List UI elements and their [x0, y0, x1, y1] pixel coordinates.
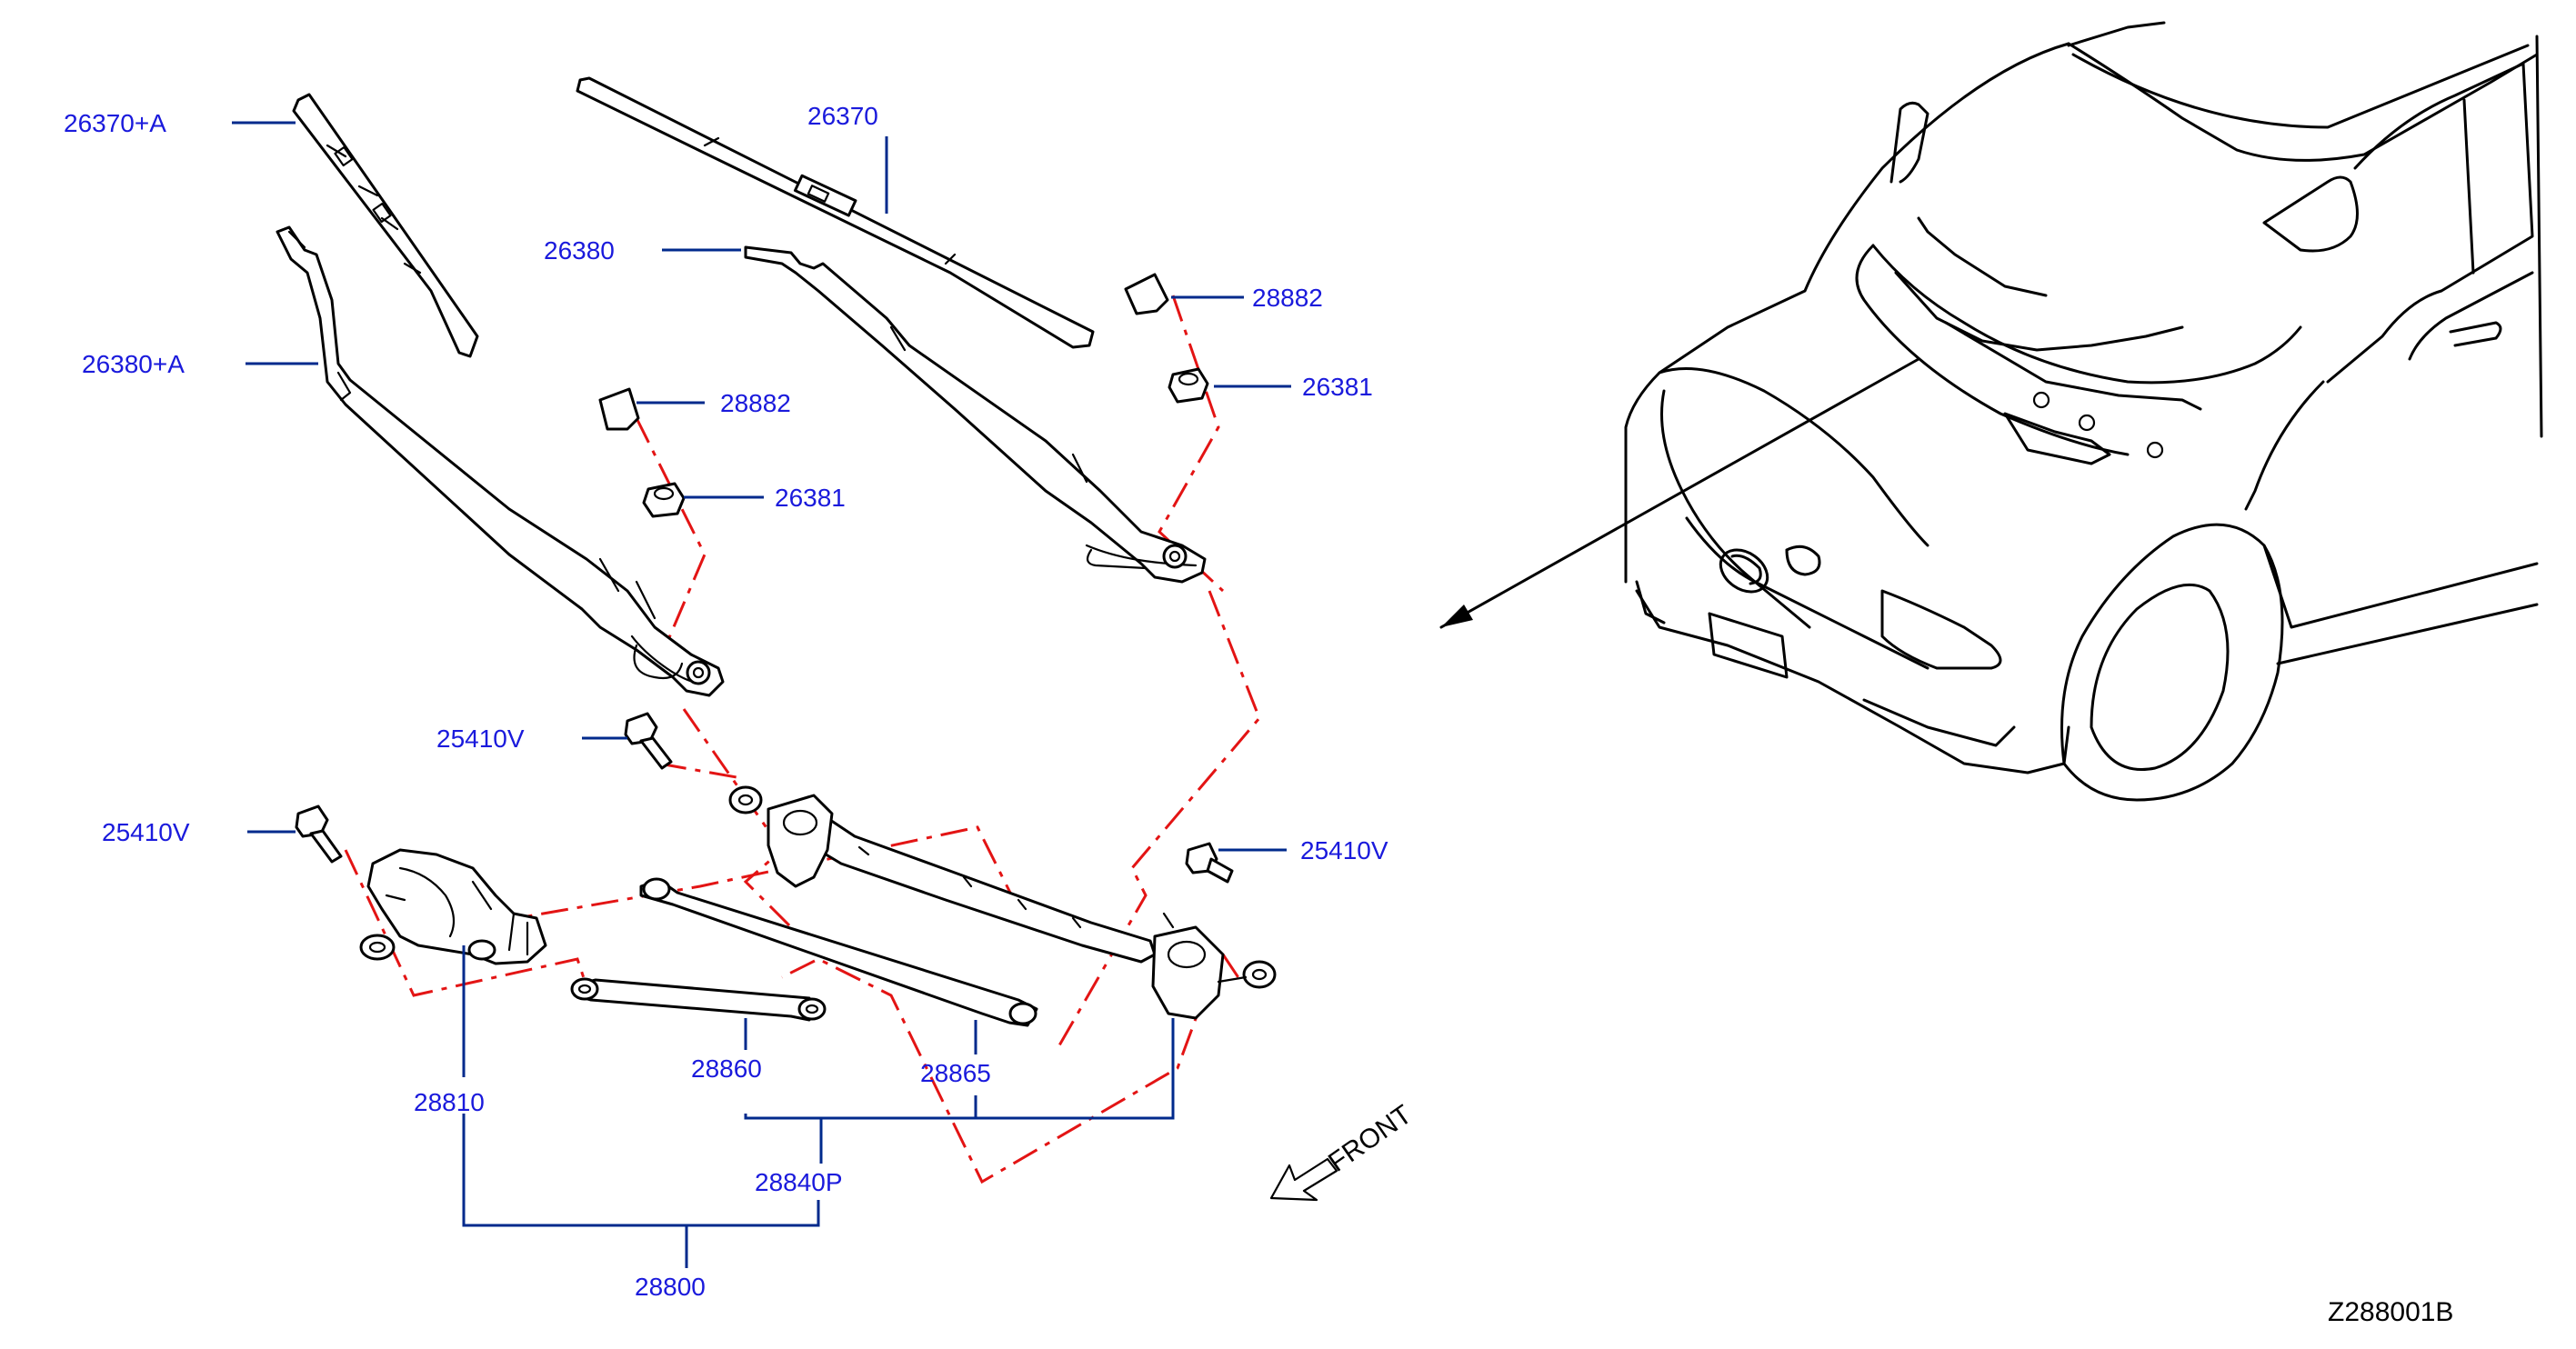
wiper-motor [359, 848, 547, 965]
callout-labels: 26370+A 26370 26380 26380+A 28882 26381 … [64, 102, 2453, 1327]
label-26380: 26380 [544, 236, 615, 265]
label-26370-plus-a: 26370+A [64, 109, 166, 137]
front-direction-label: FRONT [1323, 1099, 1418, 1177]
label-28882-rh: 28882 [1252, 284, 1323, 312]
front-arrow-icon [1269, 1157, 1338, 1202]
label-26381-lh: 26381 [775, 484, 846, 512]
wiper-blade-lh [292, 93, 479, 358]
pivot-linkage-frame [728, 785, 1277, 1020]
bolt-left [295, 804, 343, 864]
label-28800: 28800 [635, 1273, 706, 1301]
label-26380-plus-a: 26380+A [82, 350, 185, 378]
bolt-right [1185, 842, 1234, 884]
wiper-arm-rh [744, 245, 1207, 584]
label-28860: 28860 [691, 1054, 762, 1083]
label-26381-rh: 26381 [1302, 373, 1373, 401]
vehicle-illustration [1439, 21, 2543, 802]
diagram-code: Z288001B [2328, 1297, 2453, 1327]
callout-leaders [232, 121, 1291, 1268]
label-28865: 28865 [920, 1059, 991, 1087]
label-28810: 28810 [414, 1088, 485, 1116]
bolt-upper [624, 712, 673, 770]
wiper-blade-rh [576, 76, 1095, 349]
nut-lh [642, 482, 686, 518]
pivot-cap-rh [1124, 273, 1169, 315]
wiper-arm-lh [276, 225, 725, 697]
pivot-cap-lh [598, 387, 640, 431]
label-25410v-left: 25410V [102, 818, 190, 846]
link-rod-short [570, 977, 827, 1022]
nut-rh [1168, 367, 1209, 404]
label-25410v-upper: 25410V [436, 724, 525, 753]
label-28840p: 28840P [755, 1168, 843, 1196]
link-rod-long [639, 877, 1038, 1027]
label-28882-lh: 28882 [720, 389, 791, 417]
label-25410v-right: 25410V [1300, 836, 1388, 864]
label-26370: 26370 [807, 102, 878, 130]
